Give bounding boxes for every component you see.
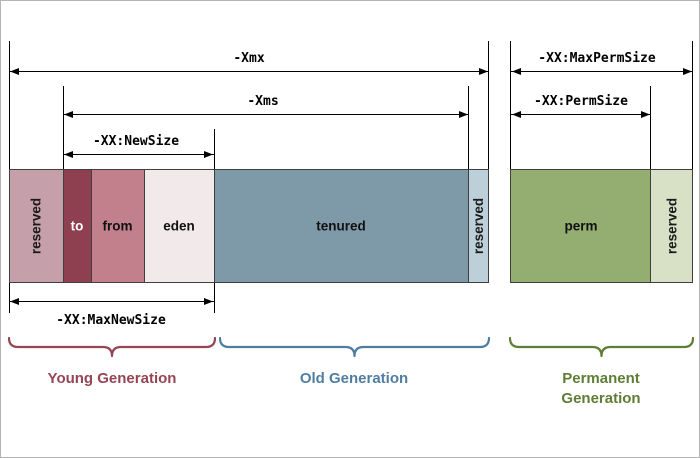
memory-blocks — [9, 169, 693, 283]
old-generation-brace — [218, 336, 491, 358]
arrowhead — [459, 111, 468, 118]
arrowhead — [204, 151, 213, 158]
block-eden — [144, 169, 215, 283]
block-young-reserved — [9, 169, 64, 283]
block-labels: reserved to from eden tenured reserved p… — [29, 198, 680, 254]
block-to — [63, 169, 92, 283]
dimension-lines — [9, 41, 693, 313]
arrowhead — [204, 298, 213, 305]
permanent-generation-label: Permanent Generation — [561, 370, 641, 408]
permanent-generation-brace — [508, 336, 695, 358]
block-label-eden: eden — [163, 219, 195, 234]
arrowhead — [512, 68, 521, 75]
block-tenured — [214, 169, 469, 283]
xmx-label: -Xmx — [233, 51, 265, 66]
block-old-reserved — [468, 169, 489, 283]
block-from — [91, 169, 145, 283]
perm-size-label: -XX:PermSize — [534, 94, 628, 109]
arrowhead — [641, 111, 650, 118]
arrowhead — [10, 68, 19, 75]
block-label-old-reserved: reserved — [471, 198, 486, 254]
young-generation-brace — [7, 336, 217, 358]
max-new-size-label: -XX:MaxNewSize — [56, 313, 166, 328]
generation-braces — [7, 336, 695, 358]
block-label-young-reserved: reserved — [29, 198, 44, 254]
arrowhead — [64, 151, 73, 158]
max-perm-size-label: -XX:MaxPermSize — [538, 51, 656, 66]
arrowhead — [512, 111, 521, 118]
arrowhead — [64, 111, 73, 118]
arrowhead — [479, 68, 488, 75]
arrowhead — [683, 68, 692, 75]
xms-label: -Xms — [247, 94, 279, 109]
block-label-to: to — [71, 219, 84, 234]
block-label-perm-reserved: reserved — [665, 198, 680, 254]
new-size-label: -XX:NewSize — [92, 134, 180, 149]
arrowheads — [10, 68, 692, 305]
block-perm-reserved — [650, 169, 693, 283]
block-label-perm: perm — [564, 219, 597, 234]
block-label-tenured: tenured — [316, 219, 366, 234]
young-generation-label: Young Generation — [47, 370, 177, 387]
arrowhead — [10, 298, 19, 305]
block-label-from: from — [103, 219, 133, 234]
old-generation-label: Old Generation — [299, 370, 409, 387]
